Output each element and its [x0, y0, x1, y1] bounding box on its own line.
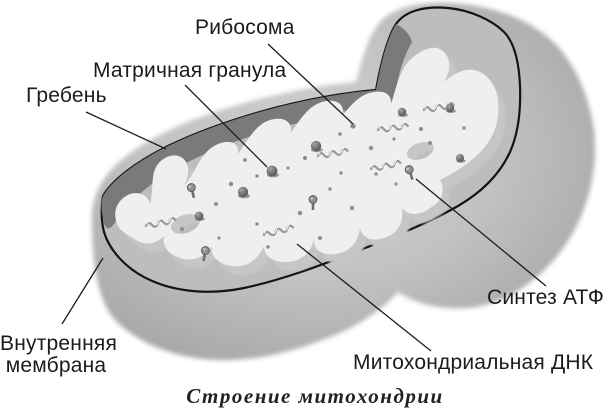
ribosome-dots	[180, 123, 466, 249]
leader-line-mitochondrial-dna	[296, 243, 432, 352]
label-inner-membrane: Внутренняя мембрана	[0, 333, 117, 377]
leader-line-crista	[85, 111, 167, 150]
label-ribosome: Рибосома	[195, 16, 295, 39]
figure-caption: Строение митохондрии	[186, 384, 444, 408]
leader-line-atp-synthesis	[415, 178, 547, 287]
leader-line-matrix-granule	[184, 84, 268, 168]
label-inner-membrane-line2: мембрана	[5, 353, 107, 377]
leader-line-ribosome	[267, 43, 354, 125]
label-crista: Гребень	[26, 84, 107, 107]
label-matrix-granule: Матричная гранула	[93, 59, 287, 82]
intermembrane-space	[101, 24, 412, 229]
leader-line-inner-membrane	[61, 257, 104, 325]
matrix-granules	[194, 103, 466, 221]
label-atp-synthesis: Синтез АТФ	[487, 286, 603, 309]
label-mitochondrial-dna: Митохондриальная ДНК	[353, 351, 594, 374]
label-inner-membrane-line1: Внутренняя	[0, 332, 118, 355]
